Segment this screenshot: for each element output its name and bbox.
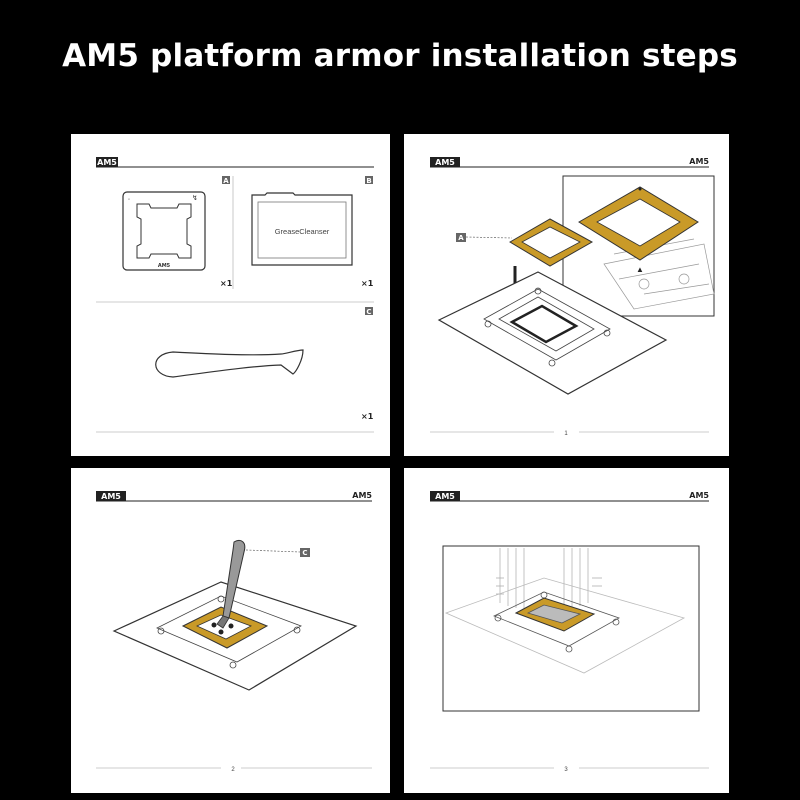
label-c: C: [366, 308, 371, 316]
svg-text:◦: ◦: [128, 197, 130, 203]
step-1-diagram: AM5 AM5 ▲ A 1: [430, 157, 715, 437]
panel-step-1: AM5 AM5 ▲ A 1: [404, 134, 729, 456]
page-number: 1: [564, 431, 568, 437]
panel-step-2: AM5 AM5 C 2: [71, 468, 390, 793]
am5-tag-bg: [96, 157, 118, 167]
am5-tag: AM5: [435, 158, 455, 167]
motherboard: [437, 271, 668, 395]
grease-cleanser-label: GreaseCleanser: [275, 227, 330, 236]
contents-diagram: AM5 A AM5 ◦ ↯ ×1 B GreaseCleanser ×1 C ×…: [96, 157, 374, 433]
page-number: 3: [564, 767, 568, 773]
page-title: AM5 platform armor installation steps: [62, 38, 738, 74]
qty-c: ×1: [361, 412, 374, 421]
inset-frame: [442, 545, 700, 712]
cpu-heatspreader: [526, 604, 582, 624]
cpu-cooler: [496, 548, 602, 610]
am5-tag-right: AM5: [689, 157, 709, 166]
armor-cutout: [136, 203, 192, 259]
spatula-outline: [155, 349, 304, 378]
page-number: 2: [231, 767, 235, 773]
panel-contents: AM5 A AM5 ◦ ↯ ×1 B GreaseCleanser ×1 C ×…: [71, 134, 390, 456]
panel-step-3: AM5 AM5 3: [404, 468, 729, 793]
label-a: A: [223, 177, 229, 185]
label-b: B: [366, 177, 371, 185]
armor-am5-label: AM5: [158, 263, 171, 269]
label-a-bg: [222, 176, 230, 184]
label-b-bg: [365, 176, 373, 184]
callout-c: C: [302, 549, 307, 557]
callout-a: A: [458, 234, 464, 242]
am5-tag-right: AM5: [352, 491, 372, 500]
am5-tag: AM5: [97, 158, 117, 167]
qty-b: ×1: [361, 279, 374, 288]
svg-text:↯: ↯: [192, 194, 198, 202]
step-2-diagram: AM5 AM5 C 2: [96, 491, 372, 773]
qty-a: ×1: [220, 279, 233, 288]
armor-frame-outline: [122, 191, 206, 271]
am5-tag: AM5: [101, 492, 121, 501]
am5-tag: AM5: [435, 492, 455, 501]
svg-text:▲: ▲: [636, 265, 644, 274]
am5-tag-right: AM5: [689, 491, 709, 500]
step-3-diagram: AM5 AM5 3: [430, 491, 709, 773]
motherboard: [444, 577, 686, 674]
label-c-bg: [365, 307, 373, 315]
grease-cleanser-packet: [251, 192, 353, 266]
socket-bracket: [483, 287, 611, 367]
